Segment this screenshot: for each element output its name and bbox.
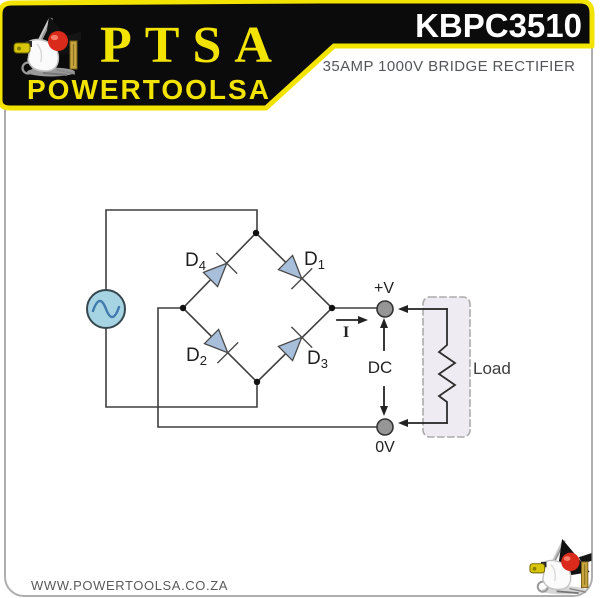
negative-terminal-icon [376,418,394,436]
junction-nodes [179,229,336,386]
dc-label: DC [368,358,393,377]
current-arrow [336,316,368,324]
negative-terminal-label: 0V [375,439,395,456]
header-banner: PTSA POWERTOOLSA KBPC3510 35AMP 1000V BR… [0,0,595,111]
wires [105,209,377,428]
resistor-icon [437,308,457,424]
diode-d1-label: D1 [304,249,325,272]
header-shape [0,0,595,111]
brand-tagline: POWERTOOLSA [27,74,271,105]
diode-d3-label: D3 [307,348,328,371]
diode-d4-label: D4 [185,250,206,273]
brand-name: PTSA [100,17,285,74]
website-url: WWW.POWERTOOLSA.CO.ZA [31,578,228,593]
current-label: I [343,324,349,341]
load-label: Load [473,359,511,378]
ac-source-icon [86,289,126,329]
mascot-logo-icon-footer [528,537,594,597]
load-block [398,296,471,438]
positive-terminal-label: +V [374,280,394,297]
positive-terminal-icon [376,300,394,318]
dc-arrow [380,318,388,416]
product-description: 35AMP 1000V BRIDGE RECTIFIER [323,58,576,75]
diode-d2-label: D2 [186,345,207,368]
bridge-rectifier-diagram: D4 D1 D2 D3 I +V 0V DC [86,209,511,456]
product-code: KBPC3510 [415,7,582,44]
